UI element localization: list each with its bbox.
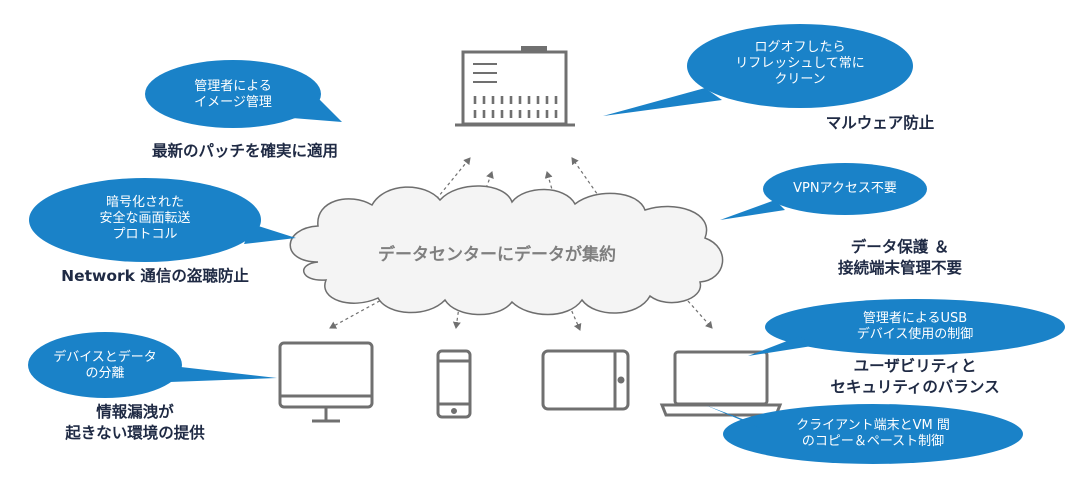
label-line: マルウェア防止 [825, 114, 935, 132]
label-line: 起きない環境の提供 [65, 424, 205, 442]
label-malware: マルウェア防止 [790, 113, 970, 134]
bubble-copy-paste-text: クライアント端末とVM 間 のコピー＆ペースト制御 [758, 418, 988, 450]
label-line: データ保護 ＆ [850, 238, 950, 256]
bubble-line: デバイスとデータ [53, 350, 157, 365]
tablet-icon [541, 349, 630, 411]
label-line: セキュリティのバランス [830, 378, 1000, 396]
arrow-down-1 [329, 297, 386, 329]
arrows-to-datacenter [424, 157, 608, 214]
label-line: ユーザビリティと [853, 357, 977, 375]
arrow-down-2 [452, 299, 461, 329]
bubble-line: VPNアクセス不要 [793, 181, 897, 196]
bubble-line: ログオフしたら [754, 40, 846, 55]
bubble-line: 安全な画面転送 [99, 211, 191, 226]
cloud-label: データセンターにデータが集約 [378, 245, 616, 265]
smartphone-icon [436, 349, 472, 419]
bubble-line: クライアント端末とVM 間 [796, 418, 950, 433]
monitor-icon [278, 341, 374, 423]
label-network: Network 通信の盗聴防止 [25, 266, 285, 287]
bubble-usb-control-text: 管理者によるUSB デバイス使用の制御 [815, 311, 1015, 343]
bubble-device-data-separation [28, 332, 277, 398]
bubble-vpn-text: VPNアクセス不要 [775, 181, 915, 197]
bubble-image-management [145, 60, 342, 128]
label-data-protection: データ保護 ＆ 接続端末管理不要 [790, 237, 1010, 279]
label-line: 情報漏洩が [96, 403, 174, 421]
bubble-logoff-refresh-text: ログオフしたら リフレッシュして常に クリーン [715, 40, 885, 88]
bubble-device-data-separation-text: デバイスとデータ の分離 [45, 350, 165, 382]
label-line: 最新のパッチを確実に適用 [151, 142, 338, 160]
label-leak-prevention: 情報漏洩が 起きない環境の提供 [40, 402, 230, 444]
laptop-icon [659, 350, 783, 417]
bubble-secure-protocol [29, 178, 296, 262]
bubble-shapes [28, 24, 1065, 464]
bubble-line: イメージ管理 [194, 95, 272, 110]
bubble-line: クリーン [774, 72, 826, 87]
bubble-line: プロトコル [112, 227, 178, 242]
label-line: 接続端末管理不要 [837, 259, 962, 277]
bubble-line: デバイス使用の制御 [856, 327, 974, 342]
bubble-image-management-text: 管理者による イメージ管理 [165, 79, 301, 111]
bubble-copy-paste [705, 404, 1023, 464]
bubble-line: 暗号化された [105, 195, 184, 210]
bubble-line: の分離 [85, 366, 125, 381]
bubble-line: のコピー＆ペースト制御 [801, 434, 945, 449]
label-usability: ユーザビリティと セキュリティのバランス [795, 356, 1035, 398]
cloud-icon [289, 185, 724, 316]
arrow-up-3 [544, 171, 556, 201]
label-line: Network 通信の盗聴防止 [61, 267, 249, 285]
building-icon [455, 46, 575, 127]
label-patch: 最新のパッチを確実に適用 [115, 141, 375, 162]
bubble-line: リフレッシュして常に [735, 56, 865, 71]
bubble-line: 管理者によるUSB [862, 311, 968, 326]
bubble-line: 管理者による [194, 79, 272, 94]
arrow-up-4 [571, 157, 608, 209]
bubble-vpn [720, 163, 927, 220]
bubble-secure-protocol-text: 暗号化された 安全な画面転送 プロトコル [70, 195, 220, 243]
bubble-usb-control [748, 299, 1065, 356]
bubble-logoff-refresh [603, 24, 913, 116]
